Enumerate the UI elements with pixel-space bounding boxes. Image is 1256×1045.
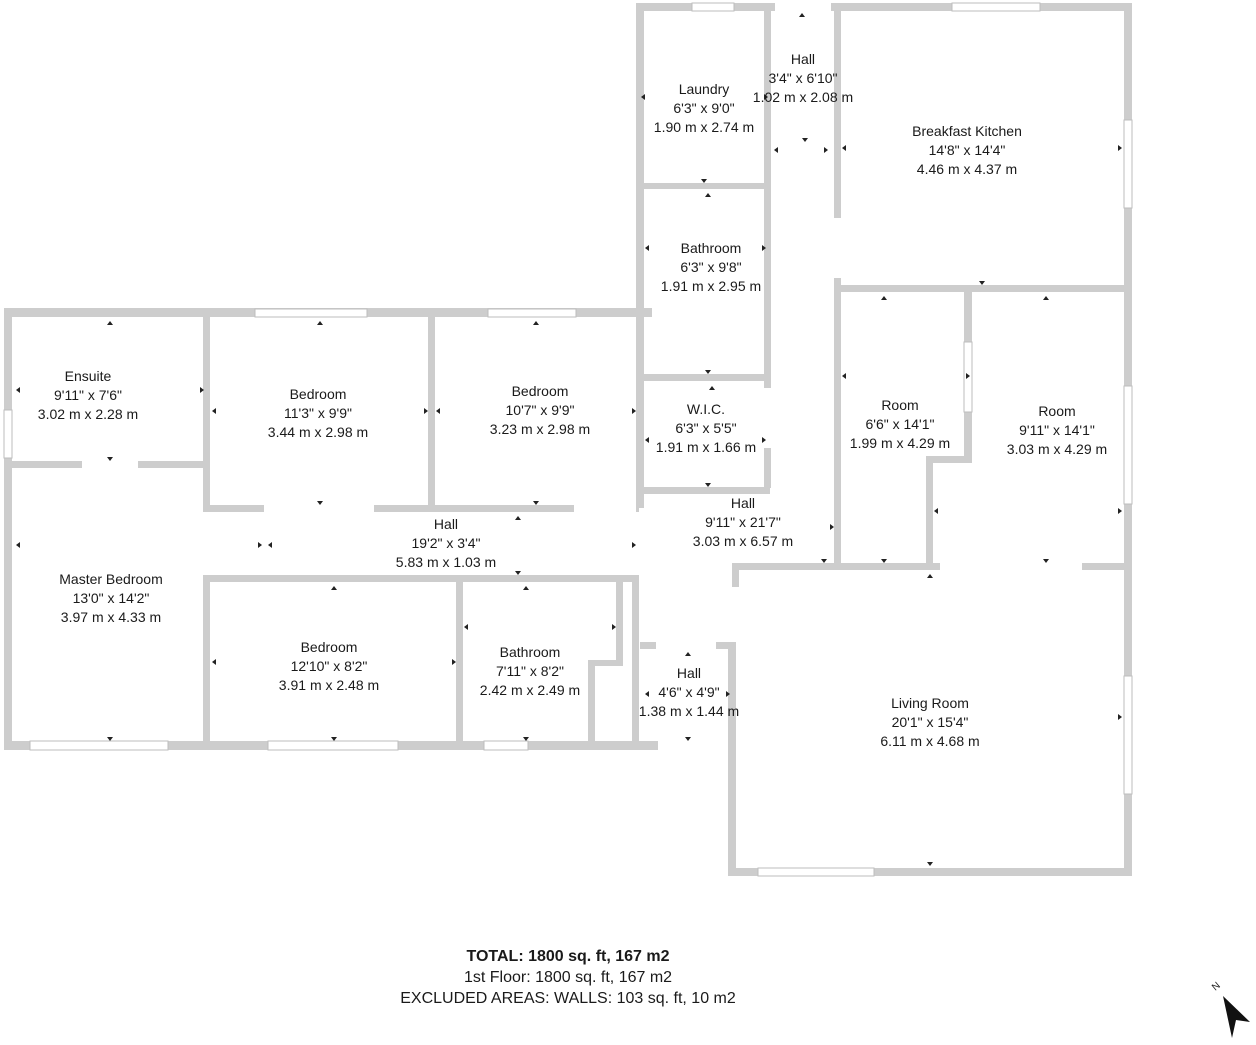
room-name: Bedroom: [300, 639, 358, 655]
room-imperial: 9'11" x 21'7": [705, 514, 781, 530]
room-metric: 3.03 m x 4.29 m: [1006, 441, 1108, 457]
north-arrow-icon: N: [1206, 978, 1256, 1040]
room-label-bathroom-top: Bathroom 6'3" x 9'8" 1.91 m x 2.95 m: [661, 239, 761, 296]
room-name: Bedroom: [289, 386, 347, 402]
room-metric: 5.83 m x 1.03 m: [395, 554, 497, 570]
room-imperial: 6'6" x 14'1": [865, 416, 935, 432]
room-imperial: 9'11" x 14'1": [1019, 422, 1095, 438]
room-label-room-2: Room 9'11" x 14'1" 3.03 m x 4.29 m: [1007, 402, 1107, 459]
room-name: Living Room: [891, 695, 969, 711]
room-metric: 3.03 m x 6.57 m: [692, 533, 794, 549]
total-area: TOTAL: 1800 sq. ft, 167 m2: [466, 948, 670, 965]
room-name: Laundry: [678, 81, 730, 97]
room-label-wic: W.I.C. 6'3" x 5'5" 1.91 m x 1.66 m: [656, 400, 756, 457]
room-metric: 3.23 m x 2.98 m: [489, 421, 591, 437]
room-imperial: 12'10" x 8'2": [290, 658, 368, 674]
room-metric: 3.91 m x 2.48 m: [278, 677, 380, 693]
dimension-ticks: [16, 13, 1122, 866]
room-imperial: 9'11" x 7'6": [54, 387, 122, 403]
room-name: Bathroom: [499, 644, 561, 660]
room-name: Hall: [676, 665, 702, 681]
excluded-areas: EXCLUDED AREAS: WALLS: 103 sq. ft, 10 m2: [400, 990, 736, 1007]
area-summary: TOTAL: 1800 sq. ft, 167 m2 1st Floor: 18…: [400, 946, 736, 1009]
room-metric: 3.97 m x 4.33 m: [60, 609, 162, 625]
room-name: Room: [881, 397, 919, 413]
room-metric: 1.99 m x 4.29 m: [849, 435, 951, 451]
room-imperial: 3'4" x 6'10": [768, 70, 838, 86]
room-metric: 2.42 m x 2.49 m: [479, 682, 581, 698]
room-metric: 4.46 m x 4.37 m: [916, 161, 1018, 177]
room-label-bathroom-bottom: Bathroom 7'11" x 8'2" 2.42 m x 2.49 m: [480, 643, 580, 700]
room-label-laundry: Laundry 6'3" x 9'0" 1.90 m x 2.74 m: [654, 80, 754, 137]
room-metric: 3.44 m x 2.98 m: [267, 424, 369, 440]
room-metric: 6.11 m x 4.68 m: [880, 733, 980, 749]
room-imperial: 14'8" x 14'4": [928, 142, 1006, 158]
room-label-bedroom-2: Bedroom 10'7" x 9'9" 3.23 m x 2.98 m: [490, 382, 590, 439]
room-metric: 1.91 m x 2.95 m: [660, 278, 762, 294]
room-name: Breakfast Kitchen: [912, 123, 1022, 139]
room-imperial: 10'7" x 9'9": [505, 402, 575, 418]
compass-letter: N: [1210, 980, 1223, 993]
room-name: Hall: [730, 495, 756, 511]
room-name: Room: [1038, 403, 1076, 419]
room-label-ensuite: Ensuite 9'11" x 7'6" 3.02 m x 2.28 m: [38, 367, 138, 424]
room-label-hall-center: Hall 9'11" x 21'7" 3.03 m x 6.57 m: [693, 494, 793, 551]
room-label-room-1: Room 6'6" x 14'1" 1.99 m x 4.29 m: [850, 396, 950, 453]
door-openings: [82, 3, 1082, 572]
room-name: Bedroom: [511, 383, 569, 399]
room-metric: 1.90 m x 2.74 m: [653, 119, 755, 135]
room-imperial: 19'2" x 3'4": [411, 535, 481, 551]
room-label-master-bedroom: Master Bedroom 13'0" x 14'2" 3.97 m x 4.…: [59, 570, 162, 627]
room-name: Ensuite: [64, 368, 112, 384]
room-imperial: 4'6" x 4'9": [658, 684, 720, 700]
room-label-living-room: Living Room 20'1" x 15'4" 6.11 m x 4.68 …: [880, 694, 979, 751]
room-label-breakfast-kitchen: Breakfast Kitchen 14'8" x 14'4" 4.46 m x…: [912, 122, 1022, 179]
room-name: Bathroom: [680, 240, 742, 256]
room-label-hall-small: Hall 4'6" x 4'9" 1.38 m x 1.44 m: [639, 664, 739, 721]
room-metric: 3.02 m x 2.28 m: [37, 406, 139, 422]
room-name: Hall: [790, 51, 816, 67]
room-label-bedroom-3: Bedroom 12'10" x 8'2" 3.91 m x 2.48 m: [279, 638, 379, 695]
room-name: Master Bedroom: [59, 571, 163, 587]
room-metric: 1.91 m x 1.66 m: [655, 439, 757, 455]
room-label-bedroom-1: Bedroom 11'3" x 9'9" 3.44 m x 2.98 m: [268, 385, 368, 442]
room-imperial: 6'3" x 9'0": [673, 100, 735, 116]
room-imperial: 11'3" x 9'9": [284, 405, 352, 421]
room-name: W.I.C.: [686, 401, 726, 417]
room-metric: 1.02 m x 2.08 m: [752, 89, 854, 105]
room-imperial: 6'3" x 5'5": [675, 420, 737, 436]
room-name: Hall: [433, 516, 459, 532]
room-imperial: 20'1" x 15'4": [891, 714, 969, 730]
room-imperial: 6'3" x 9'8": [680, 259, 742, 275]
floor-area: 1st Floor: 1800 sq. ft, 167 m2: [463, 969, 673, 986]
room-label-hall-top: Hall 3'4" x 6'10" 1.02 m x 2.08 m: [753, 50, 853, 107]
room-label-hall-long: Hall 19'2" x 3'4" 5.83 m x 1.03 m: [396, 515, 496, 572]
windows: [3, 2, 1133, 877]
room-imperial: 13'0" x 14'2": [72, 590, 150, 606]
room-metric: 1.38 m x 1.44 m: [638, 703, 740, 719]
room-imperial: 7'11" x 8'2": [496, 663, 564, 679]
